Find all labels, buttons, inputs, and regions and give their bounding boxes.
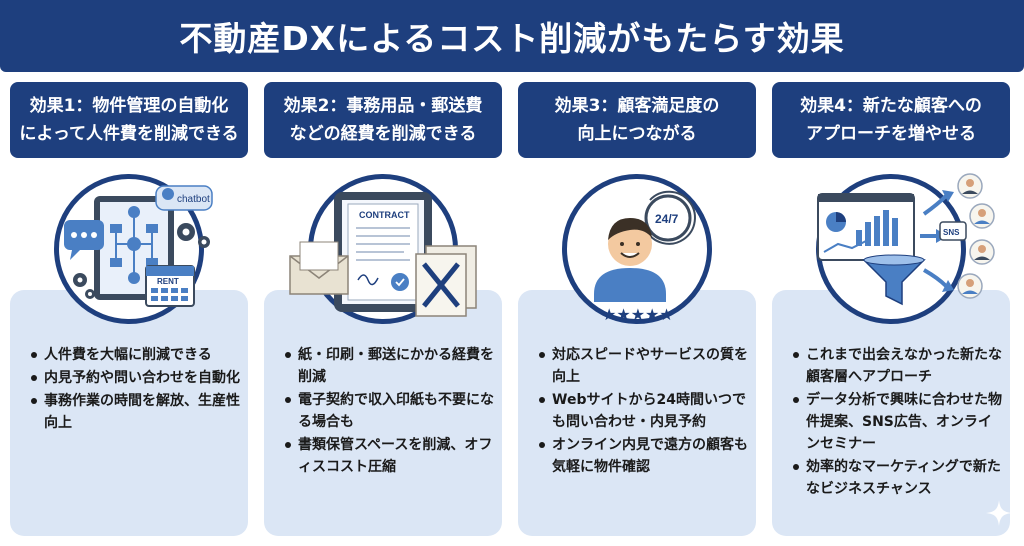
calendar-icon: RENT xyxy=(145,265,195,307)
list-item: 内見予約や問い合わせを自動化 xyxy=(30,367,242,389)
effect-card xyxy=(264,290,502,536)
benefit-list: 人件費を大幅に削減できる 内見予約や問い合わせを自動化 事務作業の時間を解放、生… xyxy=(30,344,242,435)
chatbot-label: chatbot xyxy=(177,194,210,205)
sns-tag-icon: SNS xyxy=(939,221,967,241)
funnel-icon xyxy=(862,254,926,306)
effect-heading: 効果4：新たな顧客への アプローチを増やせる xyxy=(800,96,982,144)
arrow-icon xyxy=(920,190,954,292)
smiling-person-icon xyxy=(594,218,666,302)
chat-bubble-icon xyxy=(64,220,104,260)
list-item: データ分析で興味に合わせた物件提案、SNS広告、オンラインセミナー xyxy=(792,389,1004,455)
list-item: 電子契約で収入印紙も不要になる場合も xyxy=(284,389,496,433)
marketing-illustration: SNS xyxy=(817,173,995,306)
effect-heading: 効果3：顧客満足度の 向上につながる xyxy=(554,96,720,144)
list-item: 対応スピードやサービスの質を向上 xyxy=(538,344,750,388)
flowchart-nodes-icon xyxy=(110,206,158,284)
chatbot-bubble-icon: chatbot xyxy=(155,185,213,211)
dashboard-icon xyxy=(817,193,915,261)
rating-stars-icon: ★★★★★ xyxy=(602,305,674,324)
paperless-illustration: CONTRACT xyxy=(289,192,477,317)
crossed-paper-icon xyxy=(415,245,477,317)
effect-column-3: 効果3：顧客満足度の 向上につながる 24/7 ★★★★★ 対応スピードやサービ… xyxy=(518,82,756,542)
benefit-list: これまで出会えなかった新たな顧客層へアプローチ データ分析で興味に合わせた物件提… xyxy=(792,344,1004,501)
list-item: 紙・印刷・郵送にかかる経費を削減 xyxy=(284,344,496,388)
effect-heading-box: 効果3：顧客満足度の 向上につながる xyxy=(518,82,756,158)
page-title: 不動産DXによるコスト削減がもたらす効果 xyxy=(179,19,845,58)
contract-document-icon: CONTRACT xyxy=(347,203,419,301)
list-item: オンライン内見で遠方の顧客も気軽に物件確認 xyxy=(538,434,750,478)
rent-label: RENT xyxy=(157,277,179,286)
contract-label: CONTRACT xyxy=(359,210,410,220)
list-item: 事務作業の時間を解放、生産性向上 xyxy=(30,390,242,434)
gear-icon xyxy=(73,223,210,299)
effect-card xyxy=(772,290,1010,536)
list-item: これまで出会えなかった新たな顧客層へアプローチ xyxy=(792,344,1004,388)
effect-column-1: 効果1：物件管理の自動化 によって人件費を削減できる chatbot xyxy=(10,82,248,542)
effect-heading-box: 効果1：物件管理の自動化 によって人件費を削減できる xyxy=(10,82,248,158)
envelope-icon xyxy=(289,241,349,295)
effect-heading: 効果2：事務用品・郵送費 などの経費を削減できる xyxy=(283,96,483,144)
list-item: Webサイトから24時間いつでも問い合わせ・内見予約 xyxy=(538,389,750,433)
effect-column-2: 効果2：事務用品・郵送費 などの経費を削減できる CONTRACT xyxy=(264,82,502,542)
effect-column-4: 効果4：新たな顧客への アプローチを増やせる xyxy=(772,82,1010,542)
list-item: 人件費を大幅に削減できる xyxy=(30,344,242,366)
effect-card xyxy=(518,290,756,536)
list-item: 書類保管スペースを削減、オフィスコスト圧縮 xyxy=(284,434,496,478)
clock-icon: 24/7 xyxy=(644,190,696,245)
list-item: 効率的なマーケティングで新たなビジネスチャンス xyxy=(792,456,1004,500)
benefit-list: 対応スピードやサービスの質を向上 Webサイトから24時間いつでも問い合わせ・内… xyxy=(538,344,750,479)
sns-label: SNS xyxy=(943,228,960,237)
effect-heading-box: 効果4：新たな顧客への アプローチを増やせる xyxy=(772,82,1010,158)
title-banner: 不動産DXによるコスト削減がもたらす効果 xyxy=(0,0,1024,72)
sparkle-icon xyxy=(986,500,1012,526)
customer-avatar-icon xyxy=(957,173,995,299)
svg-text:★★★★★: ★★★★★ xyxy=(602,305,674,324)
effect-heading-box: 効果2：事務用品・郵送費 などの経費を削減できる xyxy=(264,82,502,158)
satisfaction-illustration: 24/7 ★★★★★ xyxy=(594,190,696,324)
effect-card xyxy=(10,290,248,536)
automation-illustration: chatbot RENT xyxy=(64,185,213,307)
benefit-list: 紙・印刷・郵送にかかる経費を削減 電子契約で収入印紙も不要になる場合も 書類保管… xyxy=(284,344,496,479)
effect-heading: 効果1：物件管理の自動化 によって人件費を削減できる xyxy=(19,96,239,144)
clock-label: 24/7 xyxy=(655,212,679,226)
